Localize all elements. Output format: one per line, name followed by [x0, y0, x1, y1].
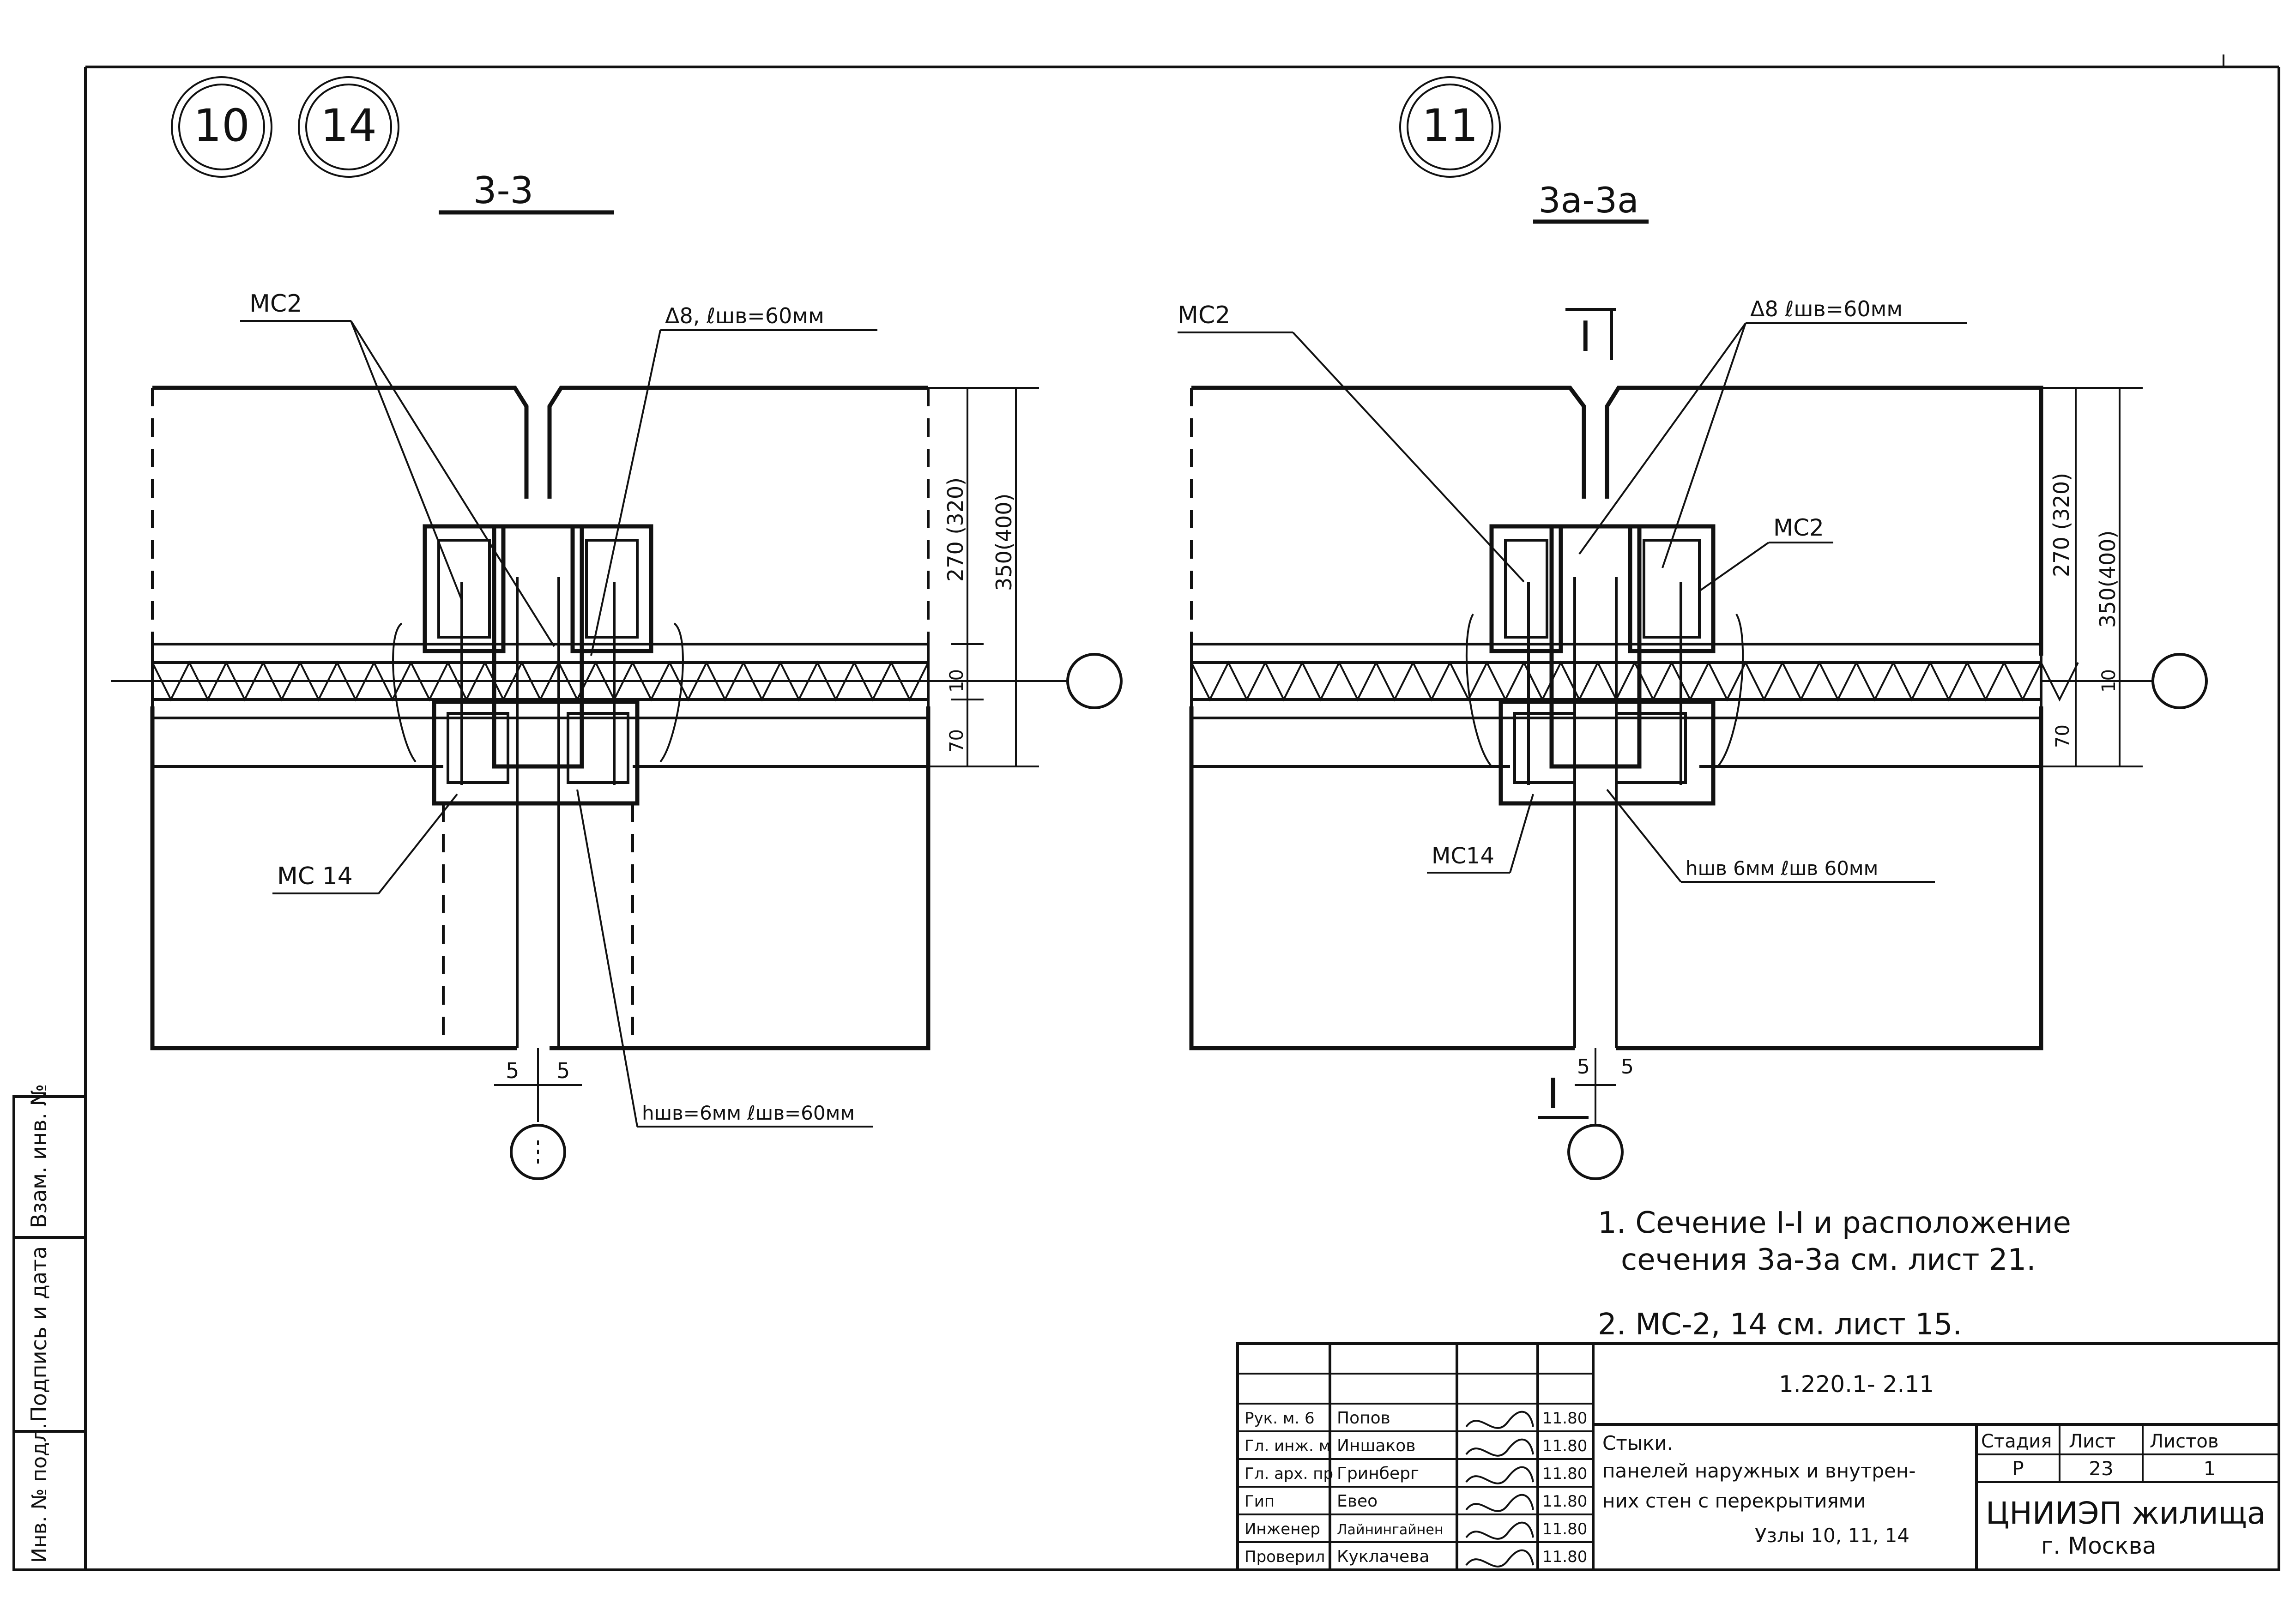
label-weld-bottom: hшв=6мм ℓшв=60мм — [642, 1102, 855, 1124]
dim-270: 270 (320) — [943, 477, 968, 582]
person-4-date: 11.80 — [1542, 1520, 1587, 1538]
signature-0 — [1465, 1411, 1534, 1429]
person-2-role: Гл. арх. пр — [1245, 1465, 1333, 1483]
svg-text:14: 14 — [320, 100, 377, 151]
col-stage: Стадия — [1981, 1431, 2052, 1452]
dim-70: 70 — [946, 729, 967, 753]
dim-5-left: 5 — [506, 1058, 519, 1083]
title-block: 1.220.1- 2.11 Рук. м. 6 Попов 11.80 Гл. … — [1236, 1342, 2280, 1571]
section-title-3-3: 3-3 — [473, 169, 534, 212]
title-line-3: них стен с перекрытиями — [1602, 1489, 1866, 1512]
label-mc2-right: МС2 — [1773, 514, 1824, 541]
person-3-role: Гип — [1245, 1492, 1275, 1511]
person-3-name: Евео — [1337, 1492, 1378, 1511]
section-3a-3a: 3а-3а I I — [1178, 180, 2208, 1180]
dim-10: 10 — [2098, 669, 2120, 693]
person-1-role: Гл. инж. м — [1245, 1437, 1330, 1455]
section-mark-bottom: I — [1547, 1070, 1559, 1118]
note-1-line-1: 1. Сечение I-I и расположение — [1598, 1206, 2071, 1240]
node-circle-14: 14 — [298, 76, 399, 178]
note-2: 2. МС-2, 14 см. лист 15. — [1598, 1308, 1962, 1342]
strip-inv-podl: Инв. № подл. — [28, 1423, 51, 1563]
signature-5 — [1465, 1549, 1534, 1568]
stage-value: Р — [2012, 1457, 2024, 1480]
dim-5-right: 5 — [556, 1058, 570, 1083]
dim-350: 350(400) — [991, 494, 1016, 591]
section-3-3: 3-3 — [111, 169, 1123, 1180]
node-circle-11: 11 — [1399, 76, 1501, 178]
label-weld-bottom: hшв 6мм ℓшв 60мм — [1686, 857, 1878, 880]
person-4-name: Лайнингайнен — [1337, 1522, 1444, 1538]
person-1-name: Иншаков — [1337, 1436, 1415, 1455]
label-weld-top: Δ8 ℓшв=60мм — [1750, 296, 1903, 321]
org-line-1: ЦНИИЭП жилища — [1986, 1495, 2266, 1531]
label-mc2: МС2 — [249, 290, 302, 318]
sheet-value: 23 — [2089, 1457, 2113, 1480]
person-1-date: 11.80 — [1542, 1437, 1587, 1455]
label-mc2-left: МС2 — [1178, 302, 1230, 329]
person-0-role: Рук. м. 6 — [1245, 1409, 1315, 1428]
signature-2 — [1465, 1466, 1534, 1484]
col-sheet: Лист — [2069, 1431, 2115, 1452]
sheets-value: 1 — [2204, 1457, 2216, 1480]
person-5-date: 11.80 — [1542, 1548, 1587, 1566]
dim-5-right: 5 — [1621, 1055, 1634, 1079]
col-sheets: Листов — [2150, 1431, 2218, 1452]
signature-3 — [1465, 1494, 1534, 1512]
title-line-2: панелей наружных и внутрен- — [1602, 1459, 1916, 1482]
signature-1 — [1465, 1438, 1534, 1457]
person-5-name: Куклачева — [1337, 1547, 1429, 1566]
person-5-role: Проверил — [1245, 1548, 1325, 1566]
side-strip: Взам. инв. № Подпись и дата Инв. № подл. — [12, 1084, 87, 1571]
strip-podpis-data: Подпись и дата — [26, 1246, 51, 1422]
person-4-role: Инженер — [1245, 1520, 1320, 1538]
org-line-2: г. Москва — [2041, 1532, 2157, 1559]
dim-70: 70 — [2052, 724, 2073, 748]
svg-text:11: 11 — [1422, 100, 1478, 151]
section-title-3a-3a: 3а-3а — [1538, 180, 1638, 221]
person-3-date: 11.80 — [1542, 1492, 1587, 1511]
label-weld-top: Δ8, ℓшв=60мм — [665, 303, 824, 328]
note-1-line-2: сечения 3а-3а см. лист 21. — [1621, 1243, 2036, 1277]
dim-5-left: 5 — [1577, 1055, 1590, 1079]
notes: 1. Сечение I-I и расположение сечения 3а… — [1598, 1206, 2071, 1342]
signature-4 — [1465, 1521, 1534, 1540]
label-mc14: МС14 — [1432, 843, 1494, 869]
title-line-1: Стыки. — [1602, 1432, 1673, 1454]
dim-10: 10 — [946, 669, 967, 693]
strip-vzam-inv: Взам. инв. № — [26, 1084, 51, 1228]
label-mc14: МС 14 — [277, 862, 353, 890]
dim-270: 270 (320) — [2049, 473, 2074, 577]
node-circle-10: 10 — [171, 76, 272, 178]
doc-code: 1.220.1- 2.11 — [1779, 1371, 1934, 1398]
person-2-name: Гринберг — [1337, 1464, 1419, 1483]
title-line-4: Узлы 10, 11, 14 — [1755, 1524, 1909, 1547]
section-mark-top: I — [1579, 313, 1592, 361]
person-0-name: Попов — [1337, 1409, 1390, 1428]
person-0-date: 11.80 — [1542, 1409, 1587, 1428]
svg-text:10: 10 — [193, 100, 250, 151]
person-2-date: 11.80 — [1542, 1465, 1587, 1483]
dim-350: 350(400) — [2095, 531, 2120, 628]
